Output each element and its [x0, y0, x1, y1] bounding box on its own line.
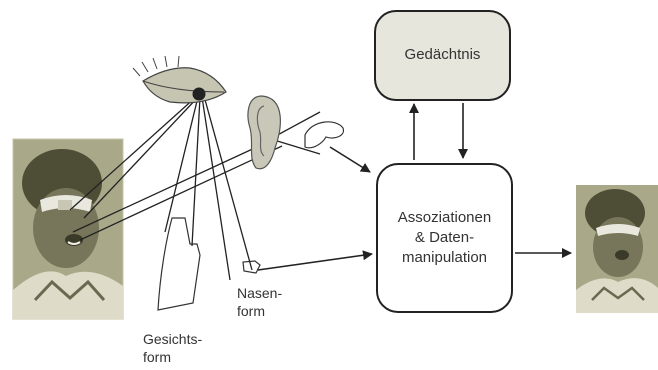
face-form-line-2: form: [143, 348, 202, 366]
association-box: Assoziationen & Daten- manipulation: [376, 163, 513, 313]
face-form-line-1: Gesichts-: [143, 330, 202, 348]
face-image-output: [576, 185, 658, 313]
face-form-label: Gesichts- form: [143, 330, 202, 366]
memory-box: Gedächtnis: [374, 10, 511, 101]
association-line-3: manipulation: [398, 248, 491, 268]
arrow-nose-to-assoc: [258, 254, 372, 270]
arrow-mouth-to-assoc: [330, 147, 370, 172]
nose-form-line-2: form: [237, 302, 282, 320]
nose-form-label: Nasen- form: [237, 284, 282, 320]
eye-icon: [133, 56, 226, 103]
face-image-input: [13, 139, 123, 319]
association-label: Assoziationen & Daten- manipulation: [398, 208, 491, 269]
association-line-1: Assoziationen: [398, 208, 491, 228]
memory-label: Gedächtnis: [405, 45, 481, 65]
mouth-outline: [305, 122, 343, 148]
association-line-2: & Daten-: [398, 228, 491, 248]
ear-icon: [248, 96, 280, 169]
nose-form-line-1: Nasen-: [237, 284, 282, 302]
face-outline: [158, 218, 200, 310]
